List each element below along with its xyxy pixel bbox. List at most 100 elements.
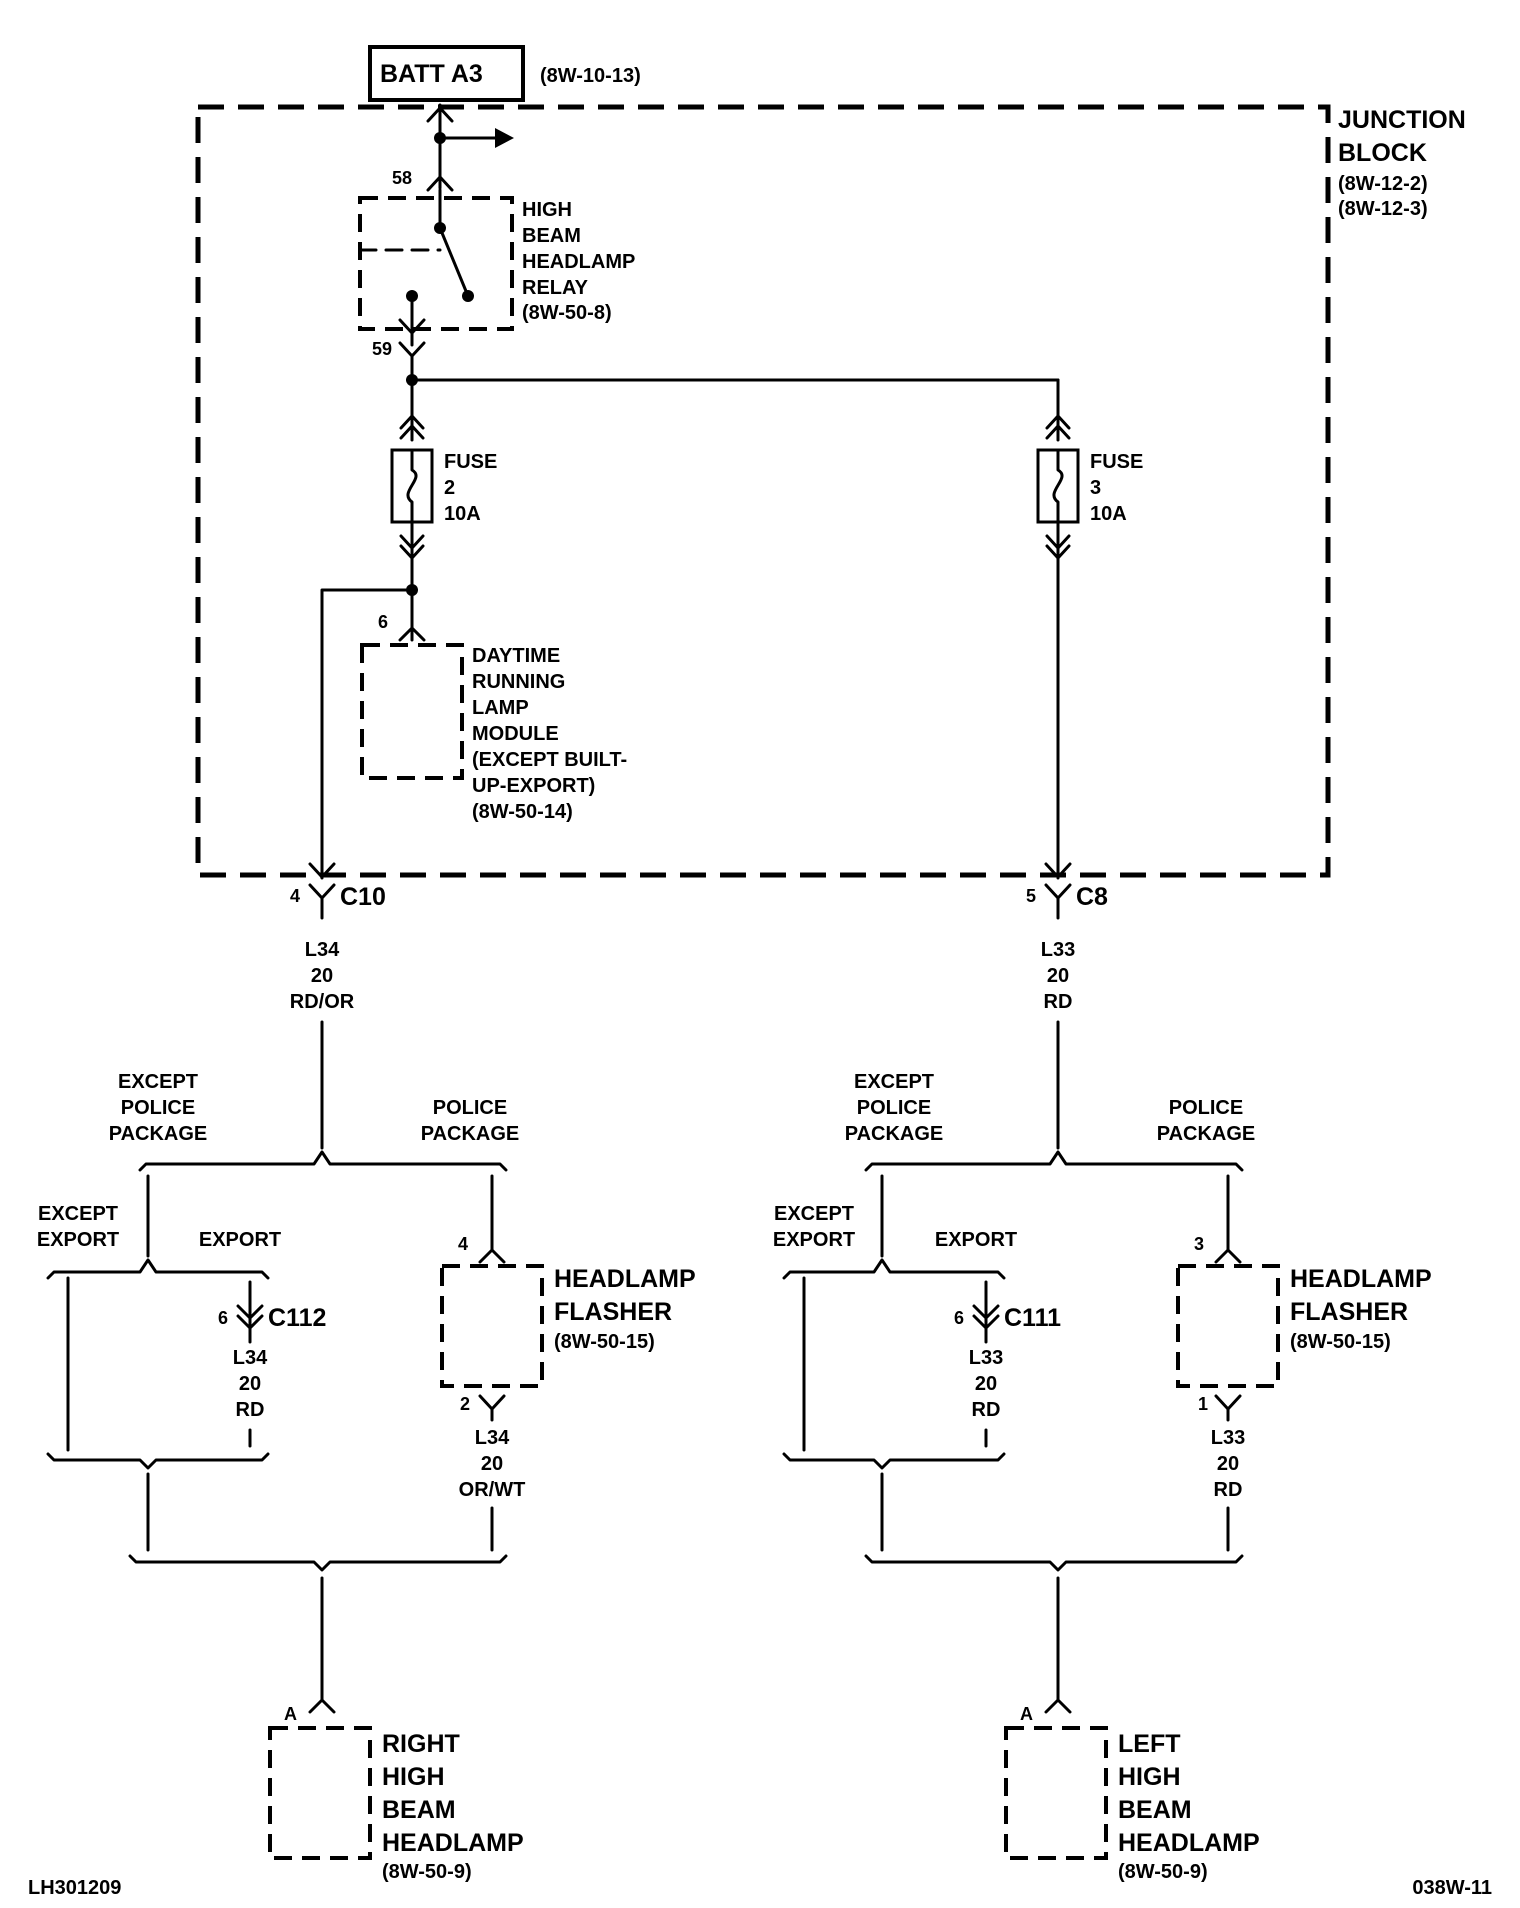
junction-block-ref1: (8W-12-2) [1338, 173, 1428, 195]
left-headlamp-ref: (8W-50-9) [1118, 1861, 1208, 1883]
left-headlamp-pin: A [1020, 1704, 1033, 1724]
drl-label-5: (EXCEPT BUILT- [472, 749, 627, 771]
left-headlamp-label-4: HEADLAMP [1118, 1829, 1260, 1857]
fuse-3-label-3: 10A [1090, 503, 1127, 525]
right-conn-wire-circuit: L33 [969, 1347, 1003, 1369]
right-conn-wire-color: RD [972, 1399, 1001, 1421]
left-flasher-pin-out: 2 [460, 1394, 470, 1414]
right-branch [782, 1020, 1280, 1860]
left-except-police-1: EXCEPT [118, 1071, 198, 1093]
left-headlamp-label-1: LEFT [1118, 1730, 1181, 1758]
wire-left-top-circuit: L34 [305, 939, 340, 961]
batt-ref: (8W-10-13) [540, 65, 641, 87]
right-headlamp-box [268, 1726, 372, 1860]
left-except-export-2: EXPORT [37, 1229, 119, 1251]
drl-module-box [360, 643, 464, 780]
left-flasher-wire-color: OR/WT [459, 1479, 526, 1501]
c10-pin: 4 [290, 886, 300, 906]
left-conn-wire-gauge: 20 [239, 1373, 261, 1395]
left-flasher-pin-in: 4 [458, 1234, 468, 1254]
fuse-3-label-1: FUSE [1090, 451, 1143, 473]
footer-left-code: LH301209 [28, 1877, 121, 1899]
right-headlamp-label-3: BEAM [382, 1796, 456, 1824]
fuse-2-label-2: 2 [444, 477, 455, 499]
left-headlamp-box [1004, 1726, 1108, 1860]
right-flasher-wire-color: RD [1214, 1479, 1243, 1501]
right-headlamp-label-1: RIGHT [382, 1730, 460, 1758]
right-except-police-2: POLICE [857, 1097, 931, 1119]
left-headlamp-label-2: HIGH [1118, 1763, 1181, 1791]
relay-label-4: RELAY [522, 277, 589, 299]
relay-label-2: BEAM [522, 225, 581, 247]
wire-right-top-color: RD [1044, 991, 1073, 1013]
junction-block-outline [195, 104, 1331, 878]
fuse-3-label-2: 3 [1090, 477, 1101, 499]
wire-right-top-gauge: 20 [1047, 965, 1069, 987]
left-flasher-box [440, 1264, 544, 1388]
right-police-1: POLICE [1169, 1097, 1243, 1119]
wire-right-top-circuit: L33 [1041, 939, 1075, 961]
right-except-police-3: PACKAGE [845, 1123, 944, 1145]
relay-label-3: HEADLAMP [522, 251, 635, 273]
drl-pin: 6 [378, 612, 388, 632]
junction-block-title1: JUNCTION [1338, 106, 1466, 134]
c10-name: C10 [340, 883, 386, 911]
right-headlamp-pin: A [284, 1704, 297, 1724]
relay-box [358, 196, 514, 331]
drl-label-4: MODULE [472, 723, 559, 745]
fuse-3 [1036, 378, 1080, 880]
right-conn-name: C111 [1004, 1304, 1061, 1332]
right-flasher-pin-out: 1 [1198, 1394, 1208, 1414]
right-except-export-1: EXCEPT [774, 1203, 854, 1225]
fuse-2 [390, 378, 434, 592]
wire-left-top-gauge: 20 [311, 965, 333, 987]
right-except-police-1: EXCEPT [854, 1071, 934, 1093]
c8-pin: 5 [1026, 886, 1036, 906]
junction-block-ref2: (8W-12-3) [1338, 198, 1428, 220]
left-police-1: POLICE [433, 1097, 507, 1119]
junction-block-title2: BLOCK [1338, 139, 1427, 167]
right-flasher-box [1176, 1264, 1280, 1388]
left-flasher-wire-gauge: 20 [481, 1453, 503, 1475]
right-flasher-pin-in: 3 [1194, 1234, 1204, 1254]
drl-label-3: LAMP [472, 697, 529, 719]
left-flasher-label-1: HEADLAMP [554, 1265, 696, 1293]
right-export: EXPORT [935, 1229, 1017, 1251]
fuse-2-label-1: FUSE [444, 451, 497, 473]
left-flasher-wire-circuit: L34 [475, 1427, 510, 1449]
left-conn-wire-circuit: L34 [233, 1347, 268, 1369]
right-headlamp-label-4: HEADLAMP [382, 1829, 524, 1857]
relay-ref: (8W-50-8) [522, 302, 612, 324]
right-conn-pin: 6 [954, 1308, 964, 1328]
left-conn-wire-color: RD [236, 1399, 265, 1421]
relay-label-1: HIGH [522, 199, 572, 221]
left-branch [46, 1020, 544, 1860]
left-export: EXPORT [199, 1229, 281, 1251]
wire-left-top-color: RD/OR [290, 991, 355, 1013]
right-headlamp-ref: (8W-50-9) [382, 1861, 472, 1883]
left-flasher-label-2: FLASHER [554, 1298, 672, 1326]
drl-label-6: UP-EXPORT) [472, 775, 595, 797]
batt-label: BATT A3 [380, 60, 483, 88]
relay-switch [358, 188, 474, 347]
drl-label-1: DAYTIME [472, 645, 560, 667]
relay-pin-out: 59 [372, 339, 392, 359]
relay-pin-in: 58 [392, 168, 412, 188]
drl-label-2: RUNNING [472, 671, 565, 693]
left-conn-name: C112 [268, 1304, 326, 1332]
fuse-2-label-3: 10A [444, 503, 481, 525]
footer-right-code: 038W-11 [1412, 1877, 1492, 1899]
batt-box [368, 45, 525, 102]
left-headlamp-label-3: BEAM [1118, 1796, 1192, 1824]
left-conn-pin: 6 [218, 1308, 228, 1328]
right-flasher-wire-gauge: 20 [1217, 1453, 1239, 1475]
right-flasher-label-2: FLASHER [1290, 1298, 1408, 1326]
left-except-export-1: EXCEPT [38, 1203, 118, 1225]
left-police-2: PACKAGE [421, 1123, 520, 1145]
right-flasher-label-1: HEADLAMP [1290, 1265, 1432, 1293]
right-headlamp-label-2: HIGH [382, 1763, 445, 1791]
right-conn-wire-gauge: 20 [975, 1373, 997, 1395]
right-police-2: PACKAGE [1157, 1123, 1256, 1145]
